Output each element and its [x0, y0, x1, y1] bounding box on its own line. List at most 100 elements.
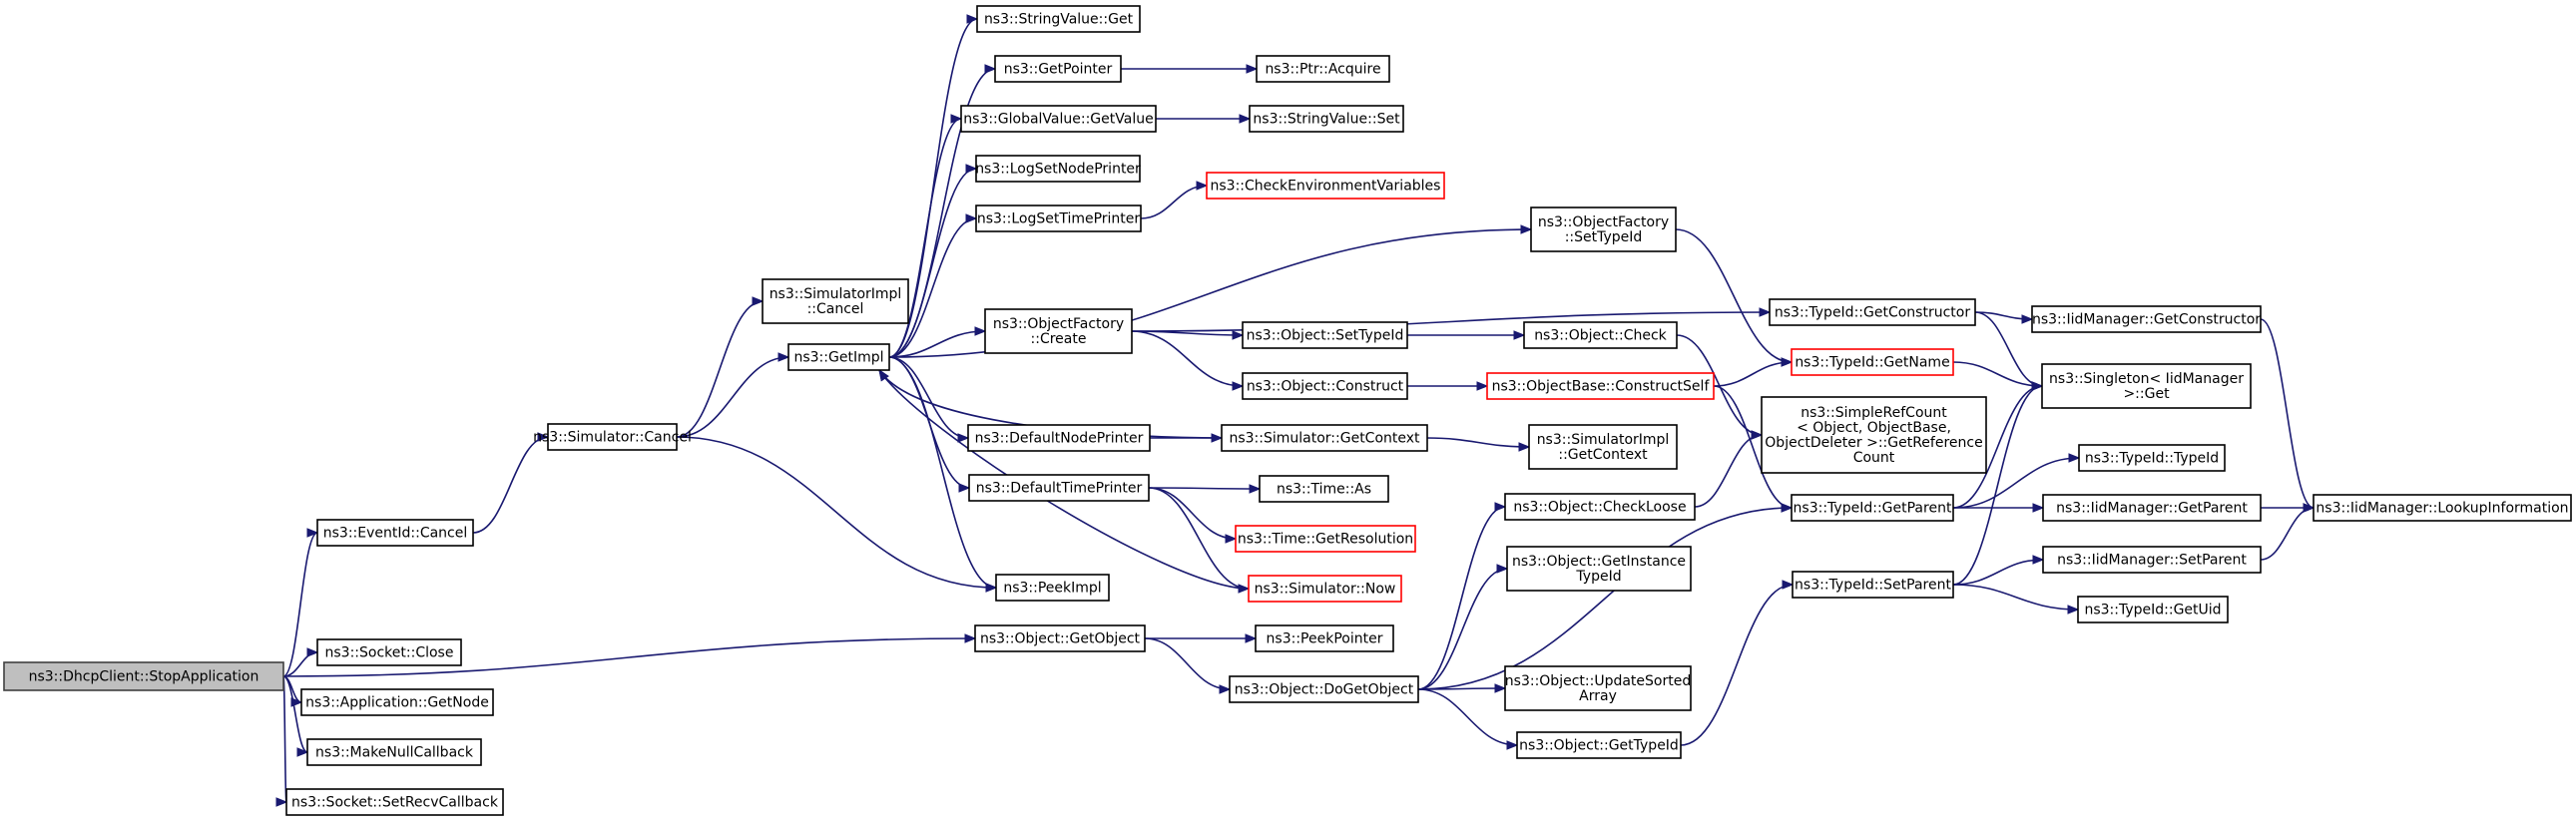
edge-typeid-setparent-to-typeid-getuid — [1952, 584, 2079, 611]
node-socket-close[interactable]: ns3::Socket::Close — [316, 638, 462, 666]
node-getpointer[interactable]: ns3::GetPointer — [994, 55, 1122, 83]
node-label: ns3::ObjectFactory — [993, 316, 1124, 332]
node-typeid-getparent[interactable]: ns3::TypeId::GetParent — [1791, 494, 1954, 522]
node-label: ns3::Object::UpdateSorted — [1505, 673, 1691, 689]
node-peekimpl[interactable]: ns3::PeekImpl — [995, 574, 1110, 602]
node-time-as[interactable]: ns3::Time::As — [1259, 475, 1389, 503]
node-label: >::Get — [2123, 386, 2170, 402]
node-box — [300, 688, 494, 716]
node-label: ns3::TypeId::GetUid — [2084, 603, 2221, 618]
node-objectbase-constructself[interactable]: ns3::ObjectBase::ConstructSelf — [1486, 372, 1715, 400]
node-stringvalue-set[interactable]: ns3::StringValue::Set — [1249, 105, 1404, 133]
node-defaulttimeprinter[interactable]: ns3::DefaultTimePrinter — [968, 474, 1150, 502]
node-label: ns3::DefaultTimePrinter — [976, 481, 1143, 497]
node-object-dogetobject[interactable]: ns3::Object::DoGetObject — [1229, 675, 1419, 703]
node-label: ::GetContext — [1558, 447, 1648, 463]
node-label: ns3::Object::Check — [1534, 328, 1667, 344]
edge-object-dogetobject-to-object-gettypeid — [1417, 688, 1518, 746]
node-logsetnodeprinter[interactable]: ns3::LogSetNodePrinter — [975, 155, 1141, 183]
node-singleton-get[interactable]: ns3::Singleton< IidManager>::Get — [2041, 363, 2252, 409]
arrowhead — [1249, 484, 1262, 494]
node-simimpl-getcontext[interactable]: ns3::SimulatorImpl::GetContext — [1528, 424, 1678, 470]
edge-iidmanager-getconstructor-to-iidmanager-lookupinformation — [2260, 318, 2315, 509]
node-app-getnode[interactable]: ns3::Application::GetNode — [300, 688, 494, 716]
arrowhead — [777, 352, 790, 362]
node-box — [1791, 348, 1954, 376]
edge-object-dogetobject-to-object-updatesortedarray — [1417, 687, 1506, 690]
node-box — [1761, 396, 1987, 474]
node-simimpl-cancel[interactable]: ns3::SimulatorImpl::Cancel — [762, 278, 909, 324]
node-label: TypeId — [1575, 569, 1621, 585]
edge-iidmanager-setparent-to-iidmanager-lookupinformation — [2260, 507, 2315, 561]
node-defaultnodeprinter[interactable]: ns3::DefaultNodePrinter — [967, 424, 1151, 452]
node-ptr-acquire[interactable]: ns3::Ptr::Acquire — [1256, 55, 1390, 83]
node-typeid-typeid[interactable]: ns3::TypeId::TypeId — [2078, 444, 2226, 472]
node-iidmanager-getconstructor[interactable]: ns3::IidManager::GetConstructor — [2031, 305, 2262, 333]
node-iidmanager-setparent[interactable]: ns3::IidManager::SetParent — [2042, 546, 2262, 574]
node-iidmanager-getparent[interactable]: ns3::IidManager::GetParent — [2042, 494, 2262, 522]
arrowhead — [1196, 181, 1209, 191]
node-label: ns3::StringValue::Set — [1253, 112, 1400, 128]
node-makenull[interactable]: ns3::MakeNullCallback — [306, 738, 482, 766]
arrowhead — [985, 583, 998, 593]
arrowhead — [1232, 381, 1245, 391]
node-object-checkloose[interactable]: ns3::Object::CheckLoose — [1504, 493, 1696, 521]
node-sim-cancel[interactable]: ns3::Simulator::Cancel — [533, 423, 692, 451]
node-dhcp[interactable]: ns3::DhcpClient::StopApplication — [3, 661, 284, 691]
node-getimpl[interactable]: ns3::GetImpl — [787, 343, 890, 371]
node-box — [2031, 305, 2262, 333]
node-box — [1792, 571, 1954, 599]
arrowhead — [974, 326, 987, 336]
node-typeid-getuid[interactable]: ns3::TypeId::GetUid — [2077, 596, 2229, 623]
node-label: ns3::DefaultNodePrinter — [975, 431, 1144, 447]
node-box — [1256, 55, 1390, 83]
arrowhead — [878, 368, 889, 382]
node-objectfactory-create[interactable]: ns3::ObjectFactory::Create — [984, 308, 1133, 354]
node-box — [1221, 424, 1428, 452]
node-label: ns3::TypeId::GetConstructor — [1775, 305, 1970, 321]
node-iidmanager-lookupinformation[interactable]: ns3::IidManager::LookupInformation — [2313, 494, 2572, 522]
node-eventid-cancel[interactable]: ns3::EventId::Cancel — [316, 519, 474, 547]
arrowhead — [275, 797, 288, 807]
node-stringvalue-get[interactable]: ns3::StringValue::Get — [976, 5, 1141, 33]
arrowhead — [306, 647, 319, 657]
node-box — [2042, 494, 2262, 522]
edge-getimpl-to-peekimpl — [888, 356, 997, 589]
node-objectfactory-settypeid[interactable]: ns3::ObjectFactory::SetTypeId — [1530, 206, 1677, 252]
edge-sim-now-to-getimpl — [878, 369, 1250, 590]
edge-defaulttimeprinter-to-time-getresolution — [1148, 487, 1237, 540]
node-typeid-getname[interactable]: ns3::TypeId::GetName — [1791, 348, 1954, 376]
edge-getimpl-to-defaultnodeprinter — [888, 356, 969, 439]
node-box — [1235, 525, 1416, 553]
node-simplerefcount[interactable]: ns3::SimpleRefCount< Object, ObjectBase,… — [1761, 396, 1987, 474]
node-logsettimeprinter[interactable]: ns3::LogSetTimePrinter — [975, 205, 1142, 232]
node-time-getresolution[interactable]: ns3::Time::GetResolution — [1235, 525, 1416, 553]
node-setrecv[interactable]: ns3::Socket::SetRecvCallback — [285, 788, 504, 816]
node-box — [2313, 494, 2572, 522]
arrowhead — [965, 164, 978, 174]
node-typeid-getconstructor[interactable]: ns3::TypeId::GetConstructor — [1769, 298, 1976, 326]
edge-object-dogetobject-to-typeid-getparent — [1417, 507, 1793, 690]
arrowhead — [1232, 330, 1245, 340]
node-globalvalue-getvalue[interactable]: ns3::GlobalValue::GetValue — [960, 105, 1157, 133]
node-box — [1504, 665, 1692, 711]
edge-dhcp-to-setrecv — [282, 675, 287, 803]
node-object-check[interactable]: ns3::Object::Check — [1523, 321, 1678, 349]
edge-getimpl-to-globalvalue-getvalue — [888, 118, 962, 358]
node-label: ns3::Object::GetInstance — [1512, 554, 1686, 570]
node-object-gettypeid[interactable]: ns3::Object::GetTypeId — [1516, 731, 1682, 759]
edge-defaulttimeprinter-to-sim-now — [1148, 487, 1250, 590]
node-typeid-setparent[interactable]: ns3::TypeId::SetParent — [1792, 571, 1954, 599]
node-object-getobject[interactable]: ns3::Object::GetObject — [974, 624, 1146, 652]
node-box — [960, 105, 1157, 133]
node-box — [1259, 475, 1389, 503]
node-peekpointer[interactable]: ns3::PeekPointer — [1255, 624, 1394, 652]
node-sim-getcontext[interactable]: ns3::Simulator::GetContext — [1221, 424, 1428, 452]
node-object-construct[interactable]: ns3::Object::Construct — [1242, 372, 1408, 400]
node-sim-now[interactable]: ns3::Simulator::Now — [1248, 575, 1402, 603]
node-object-settypeid[interactable]: ns3::Object::SetTypeId — [1242, 321, 1408, 349]
node-checkenv[interactable]: ns3::CheckEnvironmentVariables — [1206, 172, 1445, 200]
arrowhead — [965, 213, 978, 223]
